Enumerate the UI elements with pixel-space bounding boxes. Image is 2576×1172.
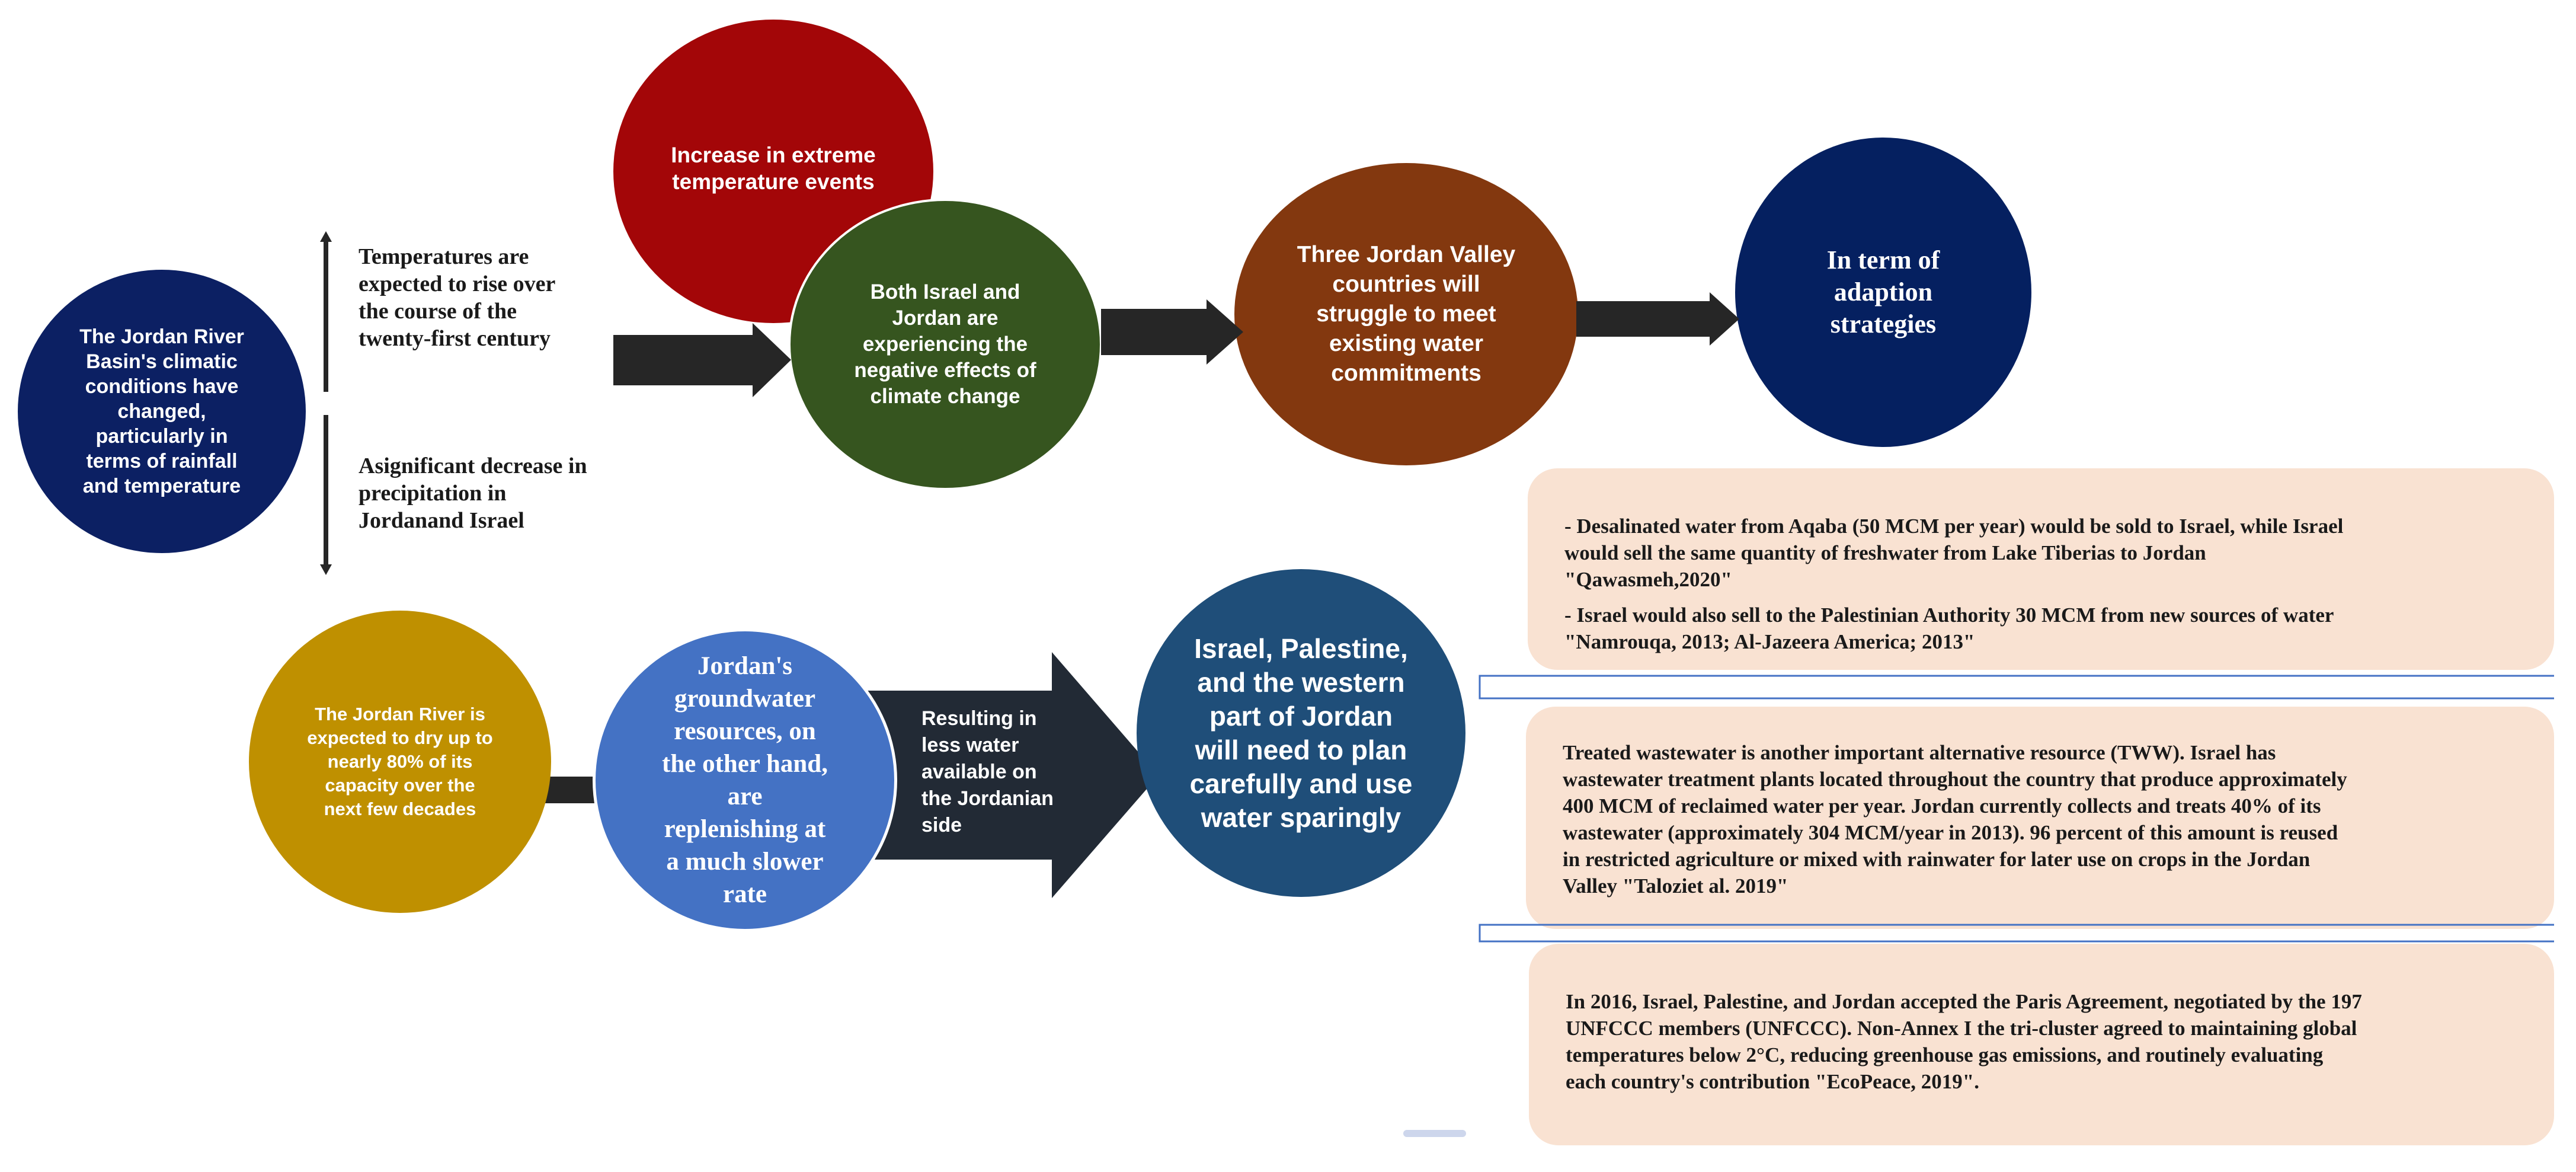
jordan-basin-circle: The Jordan River Basin's climatic condit… — [18, 270, 306, 553]
extreme-temperature-text: Increase in extreme temperature events — [671, 143, 876, 194]
arrow-river-to-groundwater-icon — [544, 777, 597, 803]
water-commitments-circle: Three Jordan Valley countries will strug… — [1234, 163, 1578, 465]
vertical-arrow-icon — [320, 231, 332, 575]
less-water-arrow-icon — [853, 652, 1159, 898]
adaption-strategies-text: In term of adaption strategies — [1826, 245, 1940, 338]
wastewater-text: Treated wastewater is another important … — [1563, 741, 2347, 898]
climate-effects-circle: Both Israel and Jordan are experiencing … — [788, 199, 1102, 490]
plan-carefully-text: Israel, Palestine, and the western part … — [1189, 633, 1413, 833]
paris-agreement-text: In 2016, Israel, Palestine, and Jordan a… — [1566, 990, 2362, 1093]
desalination-box: - Desalinated water from Aqaba (50 MCM p… — [1528, 468, 2554, 670]
precipitation-decrease-note: Asignificant decrease in precipitation i… — [359, 454, 587, 533]
river-dry-text: The Jordan River is expected to dry up t… — [307, 704, 493, 819]
plan-carefully-circle: Israel, Palestine, and the western part … — [1137, 569, 1465, 897]
adaption-strategies-circle: In term of adaption strategies — [1735, 138, 2031, 447]
water-commitments-text: Three Jordan Valley countries will strug… — [1297, 242, 1516, 386]
river-dry-circle: The Jordan River is expected to dry up t… — [249, 611, 551, 913]
wastewater-box: Treated wastewater is another important … — [1526, 707, 2554, 929]
less-water-label: Resulting in less water available on the… — [921, 707, 1054, 836]
connector-line-lower — [1479, 924, 2554, 943]
groundwater-circle: Jordan's groundwater resources, on the o… — [593, 628, 897, 932]
jordan-basin-text: The Jordan River Basin's climatic condit… — [79, 325, 244, 497]
temperatures-rise-note: Temperatures are expected to rise over t… — [359, 244, 556, 351]
arrow-to-adaption-icon — [1576, 292, 1739, 346]
groundwater-text: Jordan's groundwater resources, on the o… — [662, 652, 828, 908]
climate-effects-text: Both Israel and Jordan are experiencing … — [854, 280, 1036, 408]
paris-agreement-box: In 2016, Israel, Palestine, and Jordan a… — [1529, 944, 2554, 1145]
desalination-text-2: - Israel would also sell to the Palestin… — [1564, 603, 2334, 653]
arrow-to-climate-effects-icon — [613, 323, 791, 397]
arrow-to-water-commitments-icon — [1101, 299, 1243, 365]
slide-handle — [1403, 1130, 1466, 1137]
desalination-text-1: - Desalinated water from Aqaba (50 MCM p… — [1564, 515, 2344, 591]
connector-line-upper — [1479, 675, 2554, 700]
extreme-temperature-circle: Increase in extreme temperature events — [613, 20, 933, 323]
